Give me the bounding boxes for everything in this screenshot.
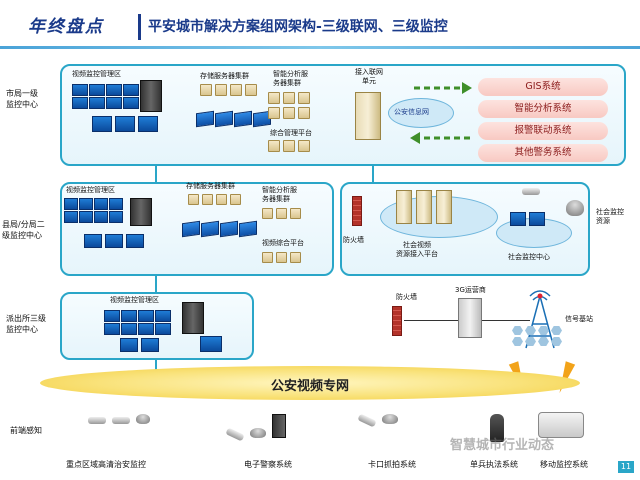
checkpoint-camera-group-icon xyxy=(357,413,398,428)
county-analytics-label: 智能分析服 务器集群 xyxy=(262,186,297,203)
video-wall-icon xyxy=(64,198,123,223)
firewall-icon xyxy=(352,196,362,226)
watermark: 智慧城市行业动态 xyxy=(450,438,555,453)
city-mgmt-platform-label: 综合管理平台 xyxy=(270,129,312,137)
header-divider xyxy=(138,14,141,40)
server-rack-icon xyxy=(182,302,204,334)
social-access-servers-icon xyxy=(396,190,452,224)
social-center-monitors-icon xyxy=(510,212,545,226)
system-other-police: 其他警务系统 xyxy=(478,144,608,162)
connector-line xyxy=(155,360,157,370)
analytics-cluster-icon xyxy=(262,208,301,219)
operator-label: 3G运营商 xyxy=(455,286,486,294)
server-rack-icon xyxy=(130,198,152,226)
frontend-label-e-police: 电子警察系统 xyxy=(244,460,292,469)
workstation-icon xyxy=(84,234,144,248)
connector-line xyxy=(155,276,157,292)
workstation-icon xyxy=(120,338,159,352)
tier-label-county: 县局/分局二 级监控中心 xyxy=(2,220,45,240)
brand-logo-text: 年终盘点 xyxy=(28,17,104,37)
police-video-network-label: 公安视频专网 xyxy=(270,379,349,394)
frontend-label-checkpoint: 卡口抓拍系统 xyxy=(368,460,416,469)
screen-array-icon xyxy=(182,220,257,238)
city-analytics-label: 智能分析服 务器集群 xyxy=(273,70,308,87)
frontend-label-hd-monitoring: 重点区域高清治安监控 xyxy=(66,460,146,469)
police-info-net-label: 公安信息网 xyxy=(394,108,429,116)
mgmt-platform-icon xyxy=(268,140,310,152)
dome-camera-icon xyxy=(566,200,584,216)
frontend-label-individual: 单兵执法系统 xyxy=(470,460,518,469)
storage-cluster-icon xyxy=(188,194,241,205)
cellular-hex-grid xyxy=(512,326,562,346)
workstation-icon xyxy=(92,116,158,132)
connector-line xyxy=(155,166,157,182)
firewall-icon xyxy=(392,306,402,336)
county-video-mgmt-label: 视频监控管理区 xyxy=(66,186,115,194)
mobile-monitor-vehicle-icon xyxy=(538,412,584,438)
police-video-network-band xyxy=(40,366,580,400)
workstation-icon xyxy=(200,336,222,352)
page-number: 11 xyxy=(618,461,634,473)
city-storage-label: 存储服务器集群 xyxy=(200,72,249,80)
police-info-net-cloud xyxy=(388,98,454,128)
tier-label-frontend: 前端感知 xyxy=(10,426,42,435)
server-rack-icon xyxy=(140,80,162,112)
social-resource-label: 社会监控 资源 xyxy=(596,208,624,225)
analytics-cluster-icon xyxy=(268,92,310,119)
social-access-label: 社会视频 资源接入平台 xyxy=(396,241,438,258)
video-wall-icon xyxy=(104,310,171,335)
system-alarm-linkage: 报警联动系统 xyxy=(478,122,608,140)
platform-icon xyxy=(262,252,301,263)
e-police-camera-group-icon xyxy=(225,414,286,442)
base-station-label: 信号基站 xyxy=(565,315,593,323)
connector-line xyxy=(404,320,458,321)
screen-array-icon xyxy=(196,110,271,128)
system-gis: GIS系统 xyxy=(478,78,608,96)
city-access-unit-label: 接入联网 单元 xyxy=(355,68,383,85)
video-wall-icon xyxy=(72,84,139,109)
social-center-label: 社会监控中心 xyxy=(508,253,550,261)
system-intelligent-analysis: 智能分析系统 xyxy=(478,100,608,118)
connector-line xyxy=(482,320,530,321)
tier-label-station: 派出所三级 监控中心 xyxy=(6,314,46,334)
storage-cluster-icon xyxy=(200,84,257,96)
county-storage-label: 存储服务器集群 xyxy=(186,182,235,190)
connector-line xyxy=(372,166,374,182)
individual-officer-icon xyxy=(490,414,504,442)
access-server-icon xyxy=(355,92,381,140)
operator-gateway-icon xyxy=(458,298,482,338)
camera-icon xyxy=(522,188,540,195)
page-title: 平安城市解决方案组网架构-三级联网、三级监控 xyxy=(148,19,448,35)
data-flow-arrows xyxy=(410,82,472,144)
station-video-mgmt-label: 视频监控管理区 xyxy=(110,296,159,304)
frontend-label-mobile: 移动监控系统 xyxy=(540,460,588,469)
hd-camera-group-icon xyxy=(88,414,150,424)
network-firewall-label: 防火墙 xyxy=(396,293,417,301)
city-video-mgmt-label: 视频监控管理区 xyxy=(72,70,121,78)
county-firewall-label: 防火墙 xyxy=(343,236,364,244)
tier-label-city: 市局一级 监控中心 xyxy=(6,89,38,109)
header-rule xyxy=(0,46,640,49)
county-platform-label: 视频综合平台 xyxy=(262,239,304,247)
